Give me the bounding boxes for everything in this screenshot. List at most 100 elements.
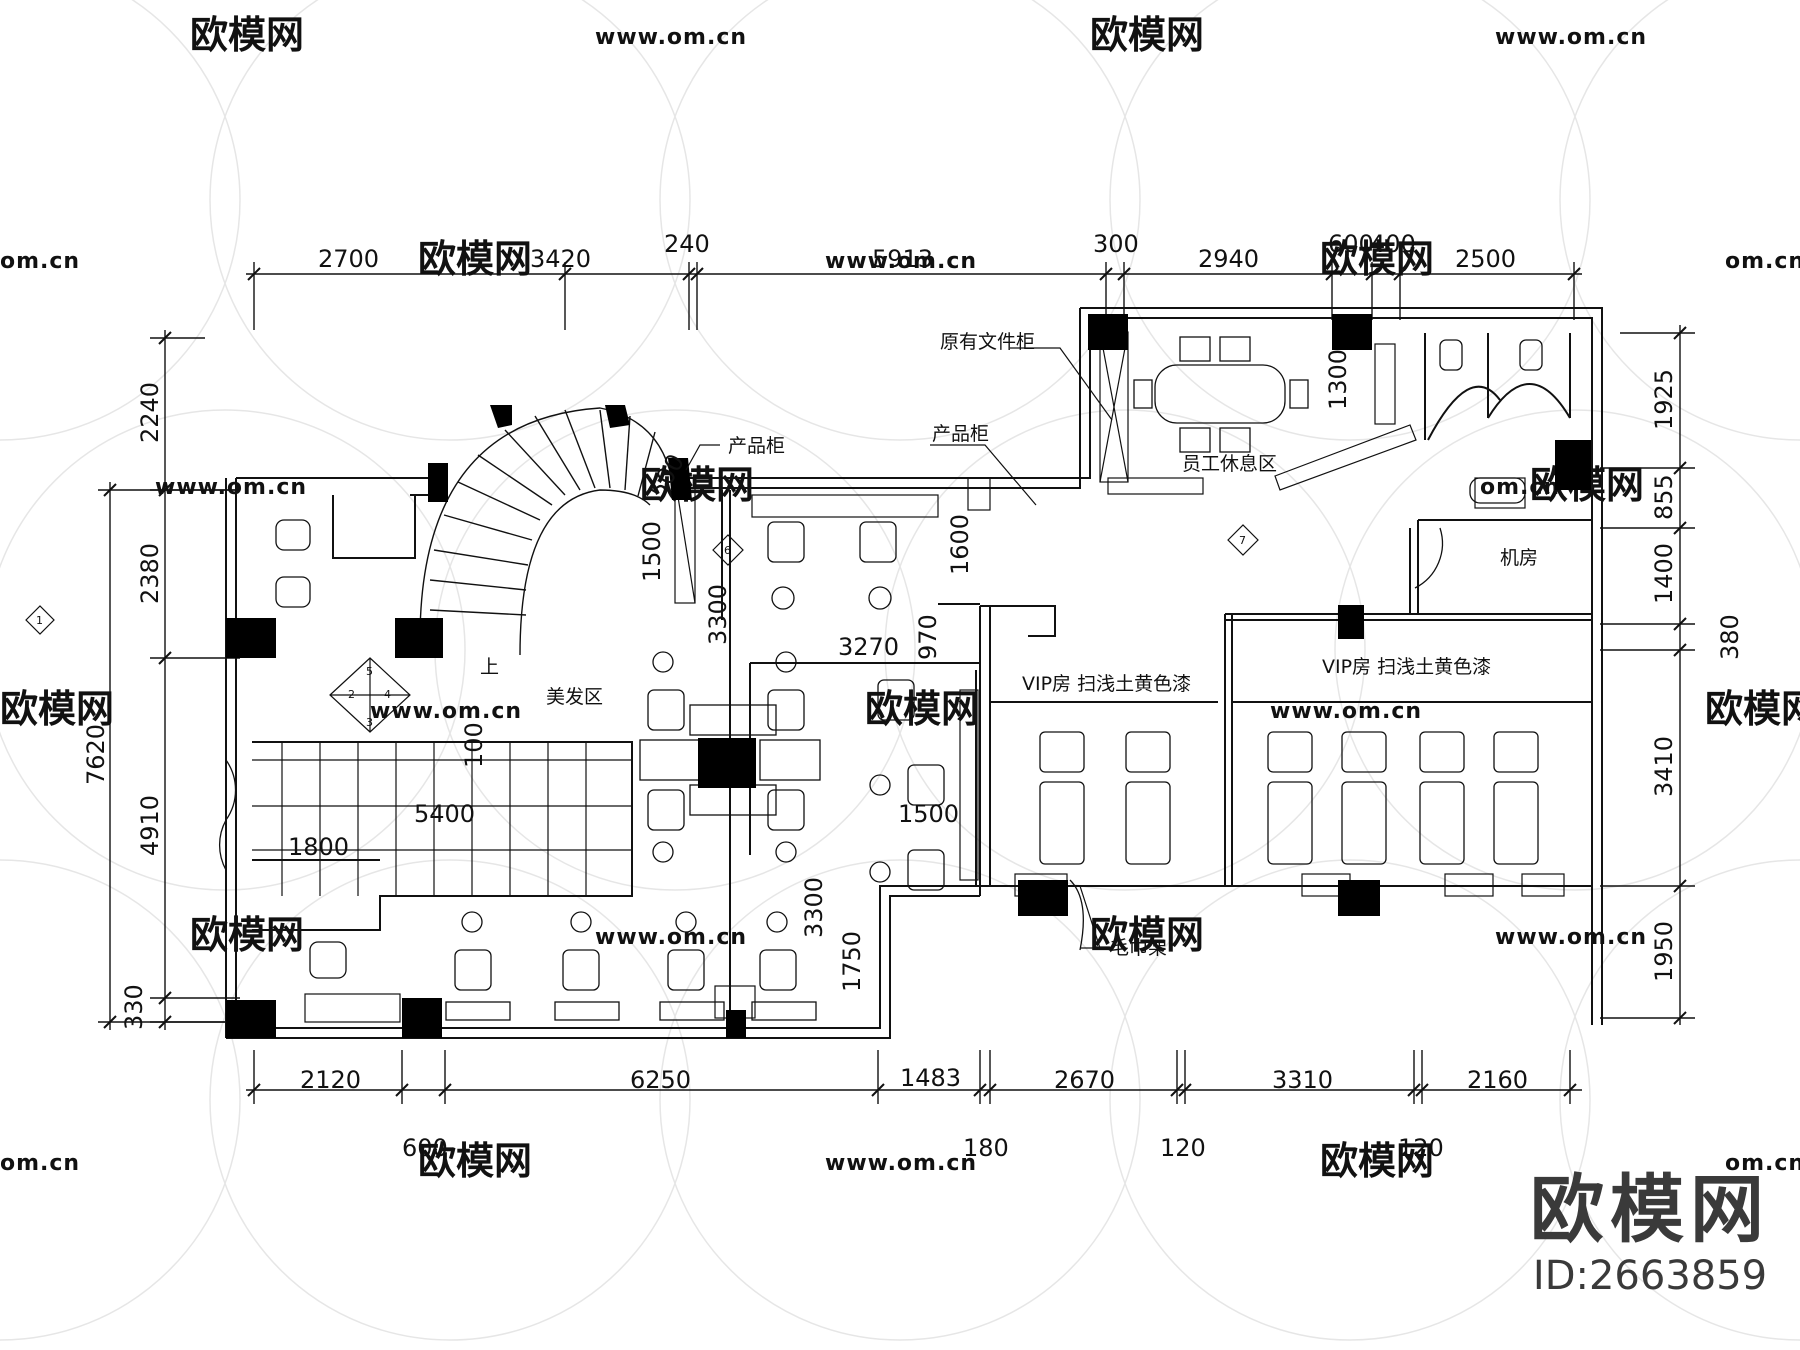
label-towel-rack: 毛巾架 bbox=[1110, 937, 1167, 959]
watermark-url: www.om.cn bbox=[370, 699, 522, 724]
dim-inner-1500v: 1500 bbox=[638, 521, 666, 582]
watermark-brand: 欧模网 bbox=[865, 687, 979, 731]
dim-right-855: 855 bbox=[1650, 474, 1678, 520]
dim-bottom-2160: 2160 bbox=[1467, 1066, 1528, 1094]
marker-6: 6 bbox=[724, 544, 731, 557]
dim-right-1950: 1950 bbox=[1650, 921, 1678, 982]
watermark-brand: 欧模网 bbox=[190, 13, 304, 57]
dim-top-600: 600 bbox=[1328, 230, 1374, 258]
room-vip-left: VIP房 扫浅土黄色漆 bbox=[1022, 673, 1191, 695]
spiral-staircase bbox=[419, 407, 673, 656]
dim-bottom-1483: 1483 bbox=[900, 1064, 961, 1092]
dim-bottom-3310: 3310 bbox=[1272, 1066, 1333, 1094]
dim-inner-1600: 1600 bbox=[946, 514, 974, 575]
watermark-brand: 欧模网 bbox=[418, 1139, 532, 1183]
dim-top-400: 400 bbox=[1370, 230, 1416, 258]
dim-inner-3300b: 3300 bbox=[800, 877, 828, 938]
watermark-texts: 欧模网 www.om.cn 欧模网 www.om.cn om.cn 欧模网 ww… bbox=[0, 13, 1800, 1183]
toilets bbox=[1439, 339, 1543, 504]
dim-inner-1750: 1750 bbox=[838, 931, 866, 992]
model-id: ID:2663859 bbox=[1532, 1253, 1768, 1299]
label-product-cabinet-2: 产品柜 bbox=[932, 423, 989, 445]
dim-left-7620: 7620 bbox=[82, 724, 110, 785]
marker-2: 2 bbox=[348, 688, 355, 701]
watermark-url: om.cn bbox=[0, 1151, 80, 1176]
dim-bottom-600: 600 bbox=[402, 1134, 448, 1162]
marker-4: 4 bbox=[384, 688, 391, 701]
structural-columns bbox=[226, 314, 1591, 1038]
watermark-url: www.om.cn bbox=[1495, 25, 1647, 50]
marker-numbers: 1 2 3 4 5 6 7 bbox=[36, 534, 1246, 729]
watermark-brand: 欧模网 bbox=[1090, 913, 1204, 957]
watermark-url: om.cn bbox=[1725, 1151, 1800, 1176]
dim-inner-3270: 3270 bbox=[838, 633, 899, 661]
dim-top-2500: 2500 bbox=[1455, 245, 1516, 273]
marker-3: 3 bbox=[366, 716, 373, 729]
room-vip-right: VIP房 扫浅土黄色漆 bbox=[1322, 656, 1491, 678]
room-labels: 美发区 员工休息区 机房 VIP房 扫浅土黄色漆 VIP房 扫浅土黄色漆 上 原… bbox=[480, 331, 1538, 959]
label-original-file-cabinet: 原有文件柜 bbox=[940, 331, 1035, 353]
staff-table bbox=[1133, 336, 1309, 453]
watermark-url: om.cn bbox=[0, 249, 80, 274]
dim-bottom-2120: 2120 bbox=[300, 1066, 361, 1094]
dim-top-3420: 3420 bbox=[530, 245, 591, 273]
stair-up-label: 上 bbox=[480, 656, 499, 678]
vip-washing-units bbox=[1039, 731, 1539, 865]
watermark-url: www.om.cn bbox=[595, 25, 747, 50]
dimension-labels: 2700 3420 240 5913 300 2940 600 400 2500… bbox=[82, 230, 1744, 1162]
salon-stations bbox=[275, 519, 945, 1021]
dim-bottom-120b: 120 bbox=[1398, 1134, 1444, 1162]
dim-top-240: 240 bbox=[664, 230, 710, 258]
dim-bottom-120a: 120 bbox=[1160, 1134, 1206, 1162]
watermark-brand: 欧模网 bbox=[0, 687, 114, 731]
dim-inner-1500h: 1500 bbox=[898, 800, 959, 828]
dim-top-2700: 2700 bbox=[318, 245, 379, 273]
brand-watermark: 欧模网 ID:2663859 bbox=[1515, 1168, 1785, 1300]
watermark-url: www.om.cn bbox=[1270, 699, 1422, 724]
dim-inner-1800: 1800 bbox=[288, 833, 349, 861]
dimension-ticks bbox=[103, 267, 1687, 1097]
dim-left-2240: 2240 bbox=[136, 382, 164, 443]
dim-inner-100: 100 bbox=[460, 722, 488, 768]
room-staff-rest: 员工休息区 bbox=[1182, 453, 1277, 475]
dim-inner-1300: 1300 bbox=[1324, 349, 1352, 410]
dim-right-1400: 1400 bbox=[1650, 543, 1678, 604]
watermark-brand: 欧模网 bbox=[1320, 1139, 1434, 1183]
watermark-url: www.om.cn bbox=[825, 1151, 977, 1176]
dim-left-2380: 2380 bbox=[136, 543, 164, 604]
watermark-url: www.om.cn bbox=[595, 925, 747, 950]
marker-5: 5 bbox=[366, 665, 373, 678]
doors bbox=[219, 527, 1444, 951]
watermark-url: www.om.cn bbox=[155, 475, 307, 500]
dim-right-380: 380 bbox=[1716, 614, 1744, 660]
dim-inner-970: 970 bbox=[914, 614, 942, 660]
room-machine: 机房 bbox=[1500, 547, 1538, 569]
dim-inner-3300a: 3300 bbox=[704, 584, 732, 645]
watermark-brand: 欧模网 bbox=[640, 463, 754, 507]
label-product-cabinet-1: 产品柜 bbox=[728, 435, 785, 457]
dim-top-2940: 2940 bbox=[1198, 245, 1259, 273]
stair-grid bbox=[252, 742, 632, 896]
dim-left-4910: 4910 bbox=[136, 795, 164, 856]
dim-top-300: 300 bbox=[1093, 230, 1139, 258]
marker-7: 7 bbox=[1239, 534, 1246, 547]
watermark-url: www.om.cn bbox=[1495, 925, 1647, 950]
marker-1: 1 bbox=[36, 614, 43, 627]
watermark-brand: 欧模网 bbox=[1705, 687, 1800, 731]
section-markers bbox=[25, 524, 1259, 733]
dim-top-5913: 5913 bbox=[872, 245, 933, 273]
brand-logo-text: 欧模网 bbox=[1530, 1167, 1770, 1253]
dim-left-330: 330 bbox=[120, 984, 148, 1030]
dim-right-3410: 3410 bbox=[1650, 736, 1678, 797]
dim-bottom-2670: 2670 bbox=[1054, 1066, 1115, 1094]
dim-inner-5400: 5400 bbox=[414, 800, 475, 828]
leader-lines bbox=[685, 347, 1113, 949]
watermark-url: om.cn bbox=[1725, 249, 1800, 274]
watermark-brand: 欧模网 bbox=[1090, 13, 1204, 57]
watermark-brand: 欧模网 bbox=[190, 913, 304, 957]
watermark-url: www.om.cn bbox=[825, 249, 977, 274]
dim-bottom-180: 180 bbox=[963, 1134, 1009, 1162]
dim-right-1925: 1925 bbox=[1650, 369, 1678, 430]
